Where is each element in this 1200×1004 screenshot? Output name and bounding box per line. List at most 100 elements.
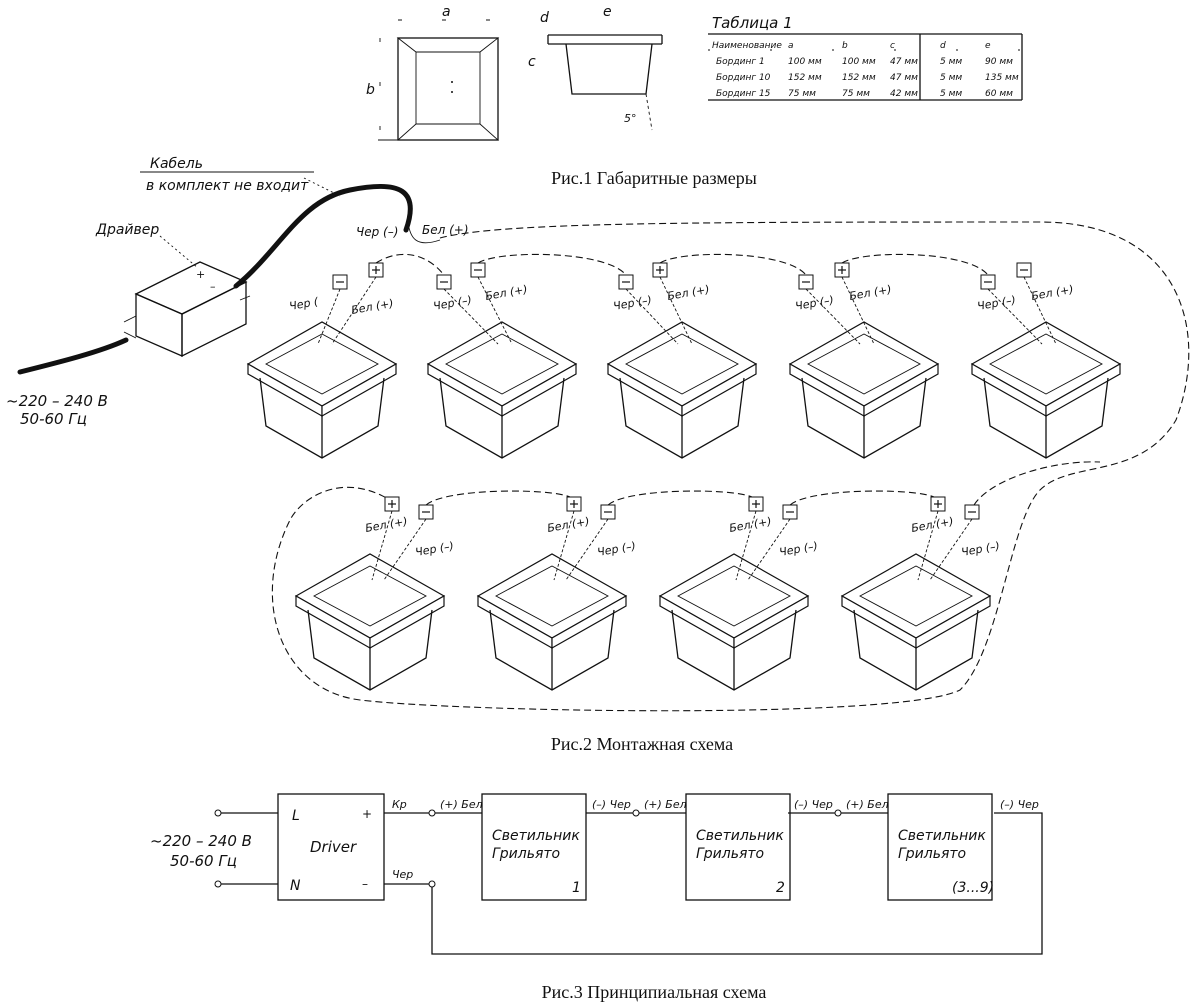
luminaire-array <box>246 321 1122 691</box>
table-header: Наименование <box>712 41 782 51</box>
table-cell: 100 мм <box>788 57 822 67</box>
terminal-minus <box>418 504 434 520</box>
luminaire <box>246 321 398 459</box>
terminal-plus <box>748 496 764 512</box>
terminal-plus <box>368 262 384 278</box>
lamp-type: Грильято <box>898 846 966 862</box>
luminaire <box>294 553 446 691</box>
svg-text:–: – <box>362 877 368 891</box>
driver-unit: + – <box>123 261 251 358</box>
terminal-plus <box>470 262 486 278</box>
driver-box-label: Driver <box>310 838 357 856</box>
terminal-minus <box>618 274 634 290</box>
table-cell: 42 мм <box>890 89 918 99</box>
schematic-lamps: СветильникГрильято1СветильникГрильято2Св… <box>481 793 994 901</box>
terminal-plus <box>930 496 946 512</box>
table-cell: 5 мм <box>940 73 962 83</box>
terminal-plus <box>652 262 668 278</box>
table-header: d <box>940 41 946 51</box>
wire-label: Чер (–) <box>960 539 1001 559</box>
terminal-minus <box>964 504 980 520</box>
wire-label: Бел (+) <box>666 283 710 303</box>
table-header: a <box>788 41 794 51</box>
luminaire <box>658 553 810 691</box>
table-cell: 5 мм <box>940 57 962 67</box>
table-cell: 90 мм <box>985 57 1013 67</box>
lamp-name: Светильник <box>898 828 986 844</box>
svg-text:(+) Бел: (+) Бел <box>440 798 483 811</box>
table-cell: 47 мм <box>890 73 918 83</box>
lamp-number: 1 <box>572 880 581 896</box>
luminaire <box>426 321 578 459</box>
wire-label: Чер (–) <box>778 539 819 559</box>
terminal-minus <box>798 274 814 290</box>
terminal-plus <box>834 262 850 278</box>
lamp-number: 2 <box>776 880 785 896</box>
svg-text:(+) Бел: (+) Бел <box>644 798 687 811</box>
luminaire <box>606 321 758 459</box>
svg-text:N: N <box>290 878 301 894</box>
schematic: L N + – Driver ~220 – 240 В 50-60 Гц Кр … <box>150 793 1043 955</box>
table-cell: Бординг 10 <box>716 73 771 83</box>
terminal-plus <box>384 496 400 512</box>
supply-frequency: 50-60 Гц <box>20 410 87 428</box>
table-cell: 47 мм <box>890 57 918 67</box>
wire-label: Бел (+) <box>350 297 394 317</box>
wire-label: Чер (–) <box>976 293 1017 313</box>
wire-black-label: Чер (–) <box>356 225 398 239</box>
wire-label: Чер (–) <box>432 293 473 313</box>
table-cell: 60 мм <box>985 89 1013 99</box>
luminaire <box>840 553 992 691</box>
lamp-name: Светильник <box>492 828 580 844</box>
wire-label: Чер (–) <box>612 293 653 313</box>
lamp-type: Грильято <box>696 846 764 862</box>
svg-text:L: L <box>292 808 300 824</box>
svg-text:(–) Чер: (–) Чер <box>1000 798 1039 811</box>
fig2-caption: Рис.2 Монтажная схема <box>551 734 733 754</box>
dim-e: e <box>603 4 612 20</box>
svg-text:Чер: Чер <box>392 868 413 881</box>
wire-white-label: Бел (+) <box>422 223 469 237</box>
terminal-minus <box>980 274 996 290</box>
table-cell: 152 мм <box>788 73 822 83</box>
terminal-plus <box>566 496 582 512</box>
table-cell: 75 мм <box>788 89 816 99</box>
table-cell: 5 мм <box>940 89 962 99</box>
svg-text:+: + <box>196 268 205 281</box>
luminaire <box>476 553 628 691</box>
table-cell: Бординг 1 <box>716 57 765 67</box>
dim-b: b <box>366 82 375 98</box>
table-cell: 75 мм <box>842 89 870 99</box>
supply-voltage: ~220 – 240 В <box>6 392 108 410</box>
connector-array: Чер (Бел (+)Чер (–)Бел (+)Чер (–)Бел (+)… <box>288 253 1101 581</box>
table-cell: 135 мм <box>985 73 1019 83</box>
wire-label: Чер (–) <box>596 539 637 559</box>
terminal-minus <box>782 504 798 520</box>
schematic-supply-frequency: 50-60 Гц <box>170 852 237 870</box>
wire-label: Бел (+) <box>1030 283 1074 303</box>
wire-label: Бел (+) <box>848 283 892 303</box>
svg-text:(–) Чер: (–) Чер <box>592 798 631 811</box>
table-cell: 152 мм <box>842 73 876 83</box>
luminaire <box>970 321 1122 459</box>
terminal-minus <box>436 274 452 290</box>
terminal-plus <box>1016 262 1032 278</box>
cable-note: в комплект не входит <box>146 178 309 194</box>
cable-label: Кабель <box>150 156 203 172</box>
lamp-name: Светильник <box>696 828 784 844</box>
table-title: Таблица 1 <box>712 14 793 32</box>
dim-angle: 5° <box>624 112 637 125</box>
lamp-type: Грильято <box>492 846 560 862</box>
terminal-minus <box>600 504 616 520</box>
table-header: b <box>842 41 848 51</box>
table-cell: Бординг 15 <box>716 89 771 99</box>
svg-text:–: – <box>210 280 216 293</box>
luminaire <box>788 321 940 459</box>
svg-text:(+) Бел: (+) Бел <box>846 798 889 811</box>
driver-label: Драйвер <box>95 222 159 238</box>
